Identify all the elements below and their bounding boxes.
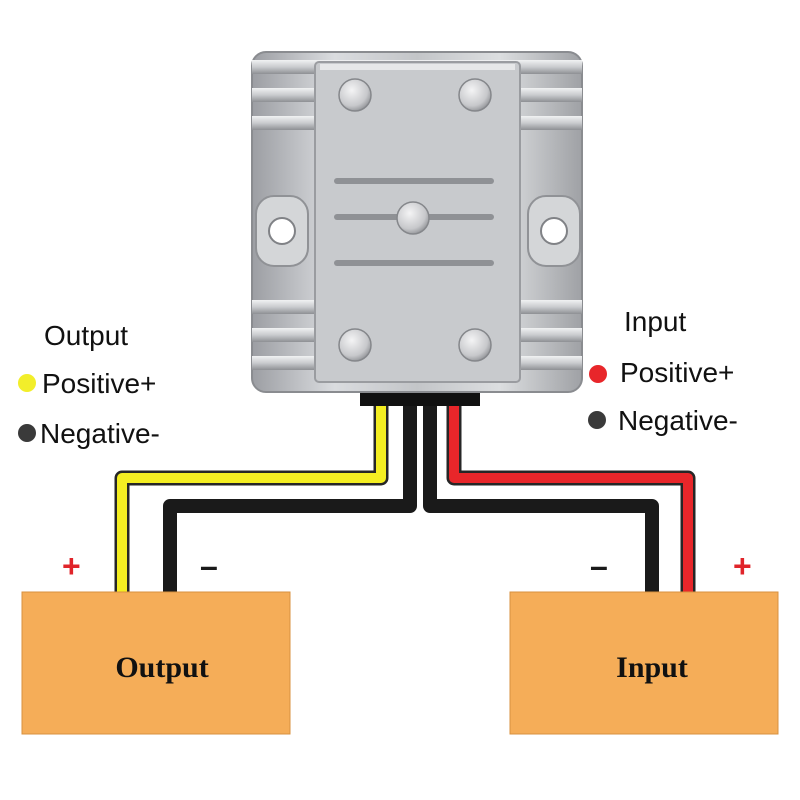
input-legend-negative: Negative- bbox=[618, 405, 738, 436]
input-box: Input – + bbox=[509, 548, 779, 735]
input-negative-dot bbox=[588, 411, 606, 429]
output-box-label: Output bbox=[115, 651, 208, 684]
output-box: Output + – bbox=[21, 548, 291, 735]
output-negative-wire bbox=[163, 402, 417, 592]
output-positive-dot bbox=[18, 374, 36, 392]
input-box-label: Input bbox=[616, 651, 688, 684]
input-legend: Input Positive+ Negative- bbox=[588, 306, 738, 436]
aluminum-converter-module-icon bbox=[251, 51, 583, 406]
input-legend-positive: Positive+ bbox=[620, 357, 734, 388]
output-negative-dot bbox=[18, 424, 36, 442]
wires bbox=[114, 402, 696, 592]
output-plus-sign: + bbox=[62, 548, 81, 584]
input-plus-sign: + bbox=[733, 548, 752, 584]
output-positive-wire bbox=[114, 402, 389, 592]
output-legend-title: Output bbox=[44, 320, 128, 351]
input-legend-title: Input bbox=[624, 306, 686, 337]
output-minus-sign: – bbox=[200, 548, 218, 584]
input-negative-wire bbox=[423, 402, 659, 592]
input-positive-dot bbox=[589, 365, 607, 383]
output-legend: Output Positive+ Negative- bbox=[18, 320, 160, 449]
input-minus-sign: – bbox=[590, 548, 608, 584]
output-legend-negative: Negative- bbox=[40, 418, 160, 449]
output-legend-positive: Positive+ bbox=[42, 368, 156, 399]
